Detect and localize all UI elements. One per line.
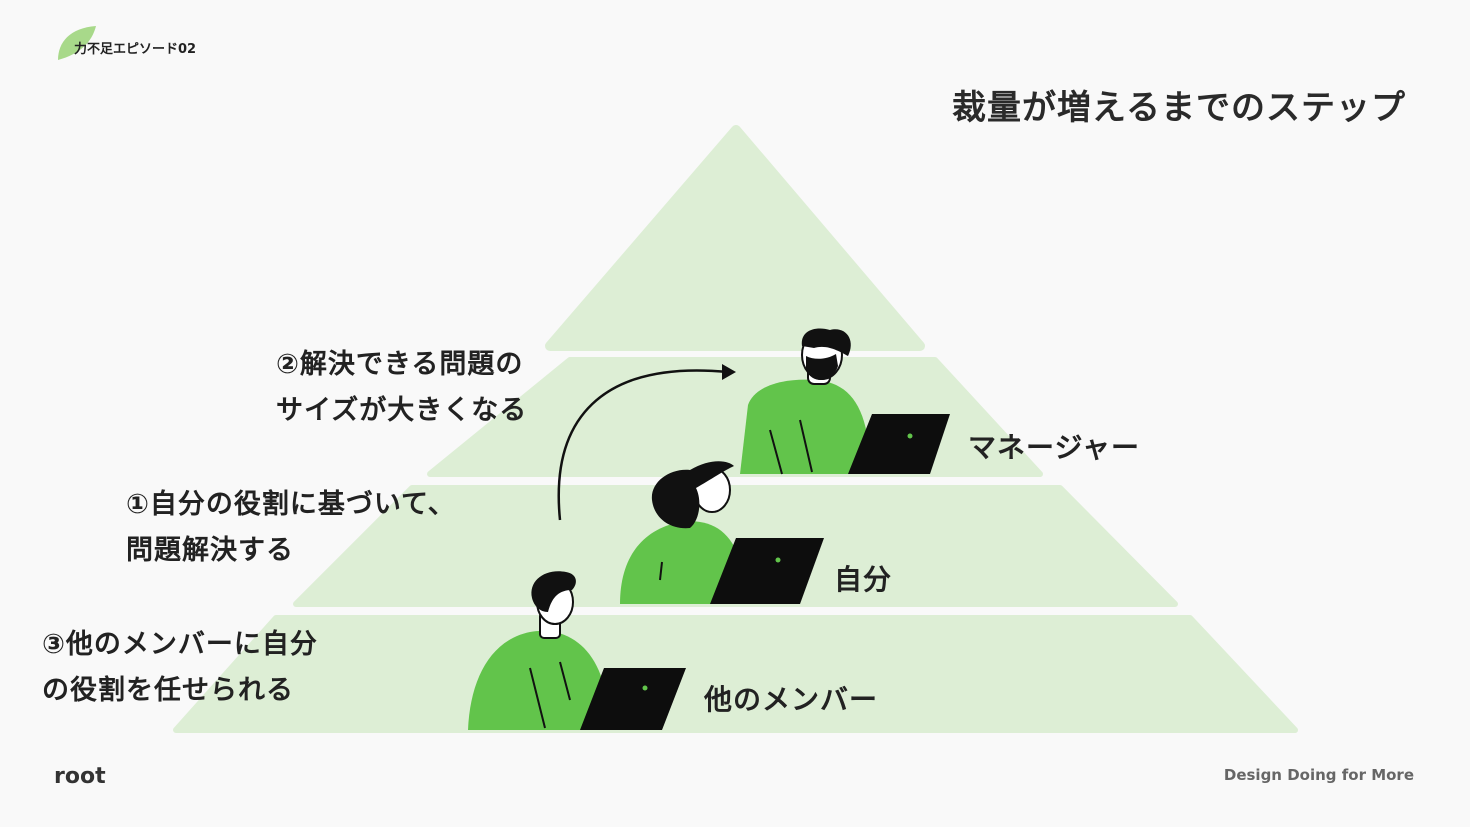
pyramid-tier-top xyxy=(545,125,925,351)
episode-badge: 力不足エピソード02 xyxy=(56,24,256,64)
step1-note: ①自分の役割に基づいて、 問題解決する xyxy=(126,482,456,574)
tier-label-manager: マネージャー xyxy=(968,431,1141,464)
step2-note: ②解決できる問題の サイズが大きくなる xyxy=(276,342,527,434)
footer-tagline: Design Doing for More xyxy=(1223,766,1414,784)
step2-line1: ②解決できる問題の xyxy=(276,349,524,380)
step1-line2: 問題解決する xyxy=(126,535,294,566)
manager-figure-icon xyxy=(740,328,950,475)
step3-line2: の役割を任せられる xyxy=(42,675,294,706)
tier-label-members: 他のメンバー xyxy=(704,683,879,716)
badge-text: 力不足エピソード02 xyxy=(74,42,197,57)
tier-label-self: 自分 xyxy=(834,563,893,596)
page-title: 裁量が増えるまでのステップ xyxy=(952,88,1406,128)
step3-line1: ③他のメンバーに自分 xyxy=(42,629,318,660)
pyramid-tier-members xyxy=(173,615,1298,733)
self-figure-icon xyxy=(620,461,824,604)
step2-line2: サイズが大きくなる xyxy=(276,395,528,426)
leaf-icon xyxy=(58,26,96,60)
step1-line1: ①自分の役割に基づいて、 xyxy=(126,489,456,520)
step3-note: ③他のメンバーに自分 の役割を任せられる xyxy=(42,622,318,714)
root-logo: root xyxy=(54,764,106,789)
curved-arrow-icon xyxy=(557,364,736,521)
member-figure-icon xyxy=(468,571,686,730)
